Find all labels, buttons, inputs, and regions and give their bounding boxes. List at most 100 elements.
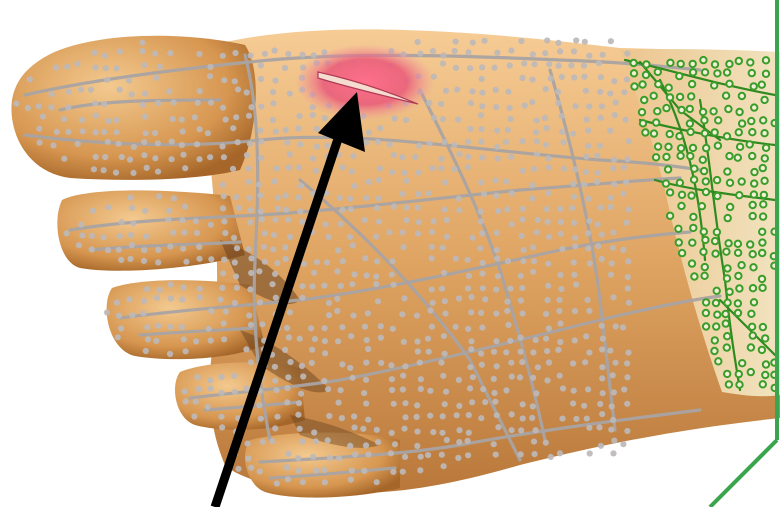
nerve-dot <box>425 336 431 342</box>
nerve-dot <box>245 455 251 461</box>
nerve-dot <box>598 204 604 210</box>
nerve-dot <box>586 425 592 431</box>
nerve-dot <box>339 324 345 330</box>
nerve-dot <box>414 429 420 435</box>
nerve-dot <box>257 468 263 474</box>
nerve-dot <box>573 282 579 288</box>
nerve-dot <box>599 256 605 262</box>
nerve-dot <box>558 231 564 237</box>
nerve-dot <box>221 257 227 263</box>
nerve-dot <box>503 178 509 184</box>
nerve-dot <box>391 152 397 158</box>
heel-dot <box>700 109 706 115</box>
nerve-dot <box>259 321 265 327</box>
nerve-dot <box>504 299 510 305</box>
nerve-dot <box>54 129 60 135</box>
nerve-dot <box>625 350 631 356</box>
nerve-dot <box>145 336 151 342</box>
heel-dot <box>631 83 637 89</box>
nerve-dot <box>573 416 579 422</box>
nerve-dot <box>295 412 301 418</box>
nerve-dot <box>322 325 328 331</box>
nerve-dot <box>470 235 476 241</box>
nerve-dot <box>179 324 185 330</box>
heel-dot <box>726 81 732 87</box>
nerve-dot <box>533 427 539 433</box>
nerve-dot <box>13 101 19 107</box>
nerve-dot <box>518 451 524 457</box>
heel-dot <box>749 324 755 330</box>
heel-dot <box>724 168 730 174</box>
nerve-dot <box>391 282 397 288</box>
nerve-dot <box>310 112 316 118</box>
nerve-dot <box>478 179 484 185</box>
nerve-dot <box>102 53 108 59</box>
nerve-dot <box>127 256 133 262</box>
nerve-dot <box>232 78 238 84</box>
nerve-dot <box>180 152 186 158</box>
heel-dot <box>760 201 766 207</box>
nerve-dot <box>246 246 252 252</box>
nerve-dot <box>101 167 107 173</box>
big-toe <box>11 36 255 180</box>
nerve-dot <box>583 154 589 160</box>
nerve-dot <box>374 427 380 433</box>
nerve-dot <box>299 219 305 225</box>
nerve-dot <box>197 286 203 292</box>
nerve-dot <box>208 222 214 228</box>
nerve-dot <box>308 325 314 331</box>
nerve-dot <box>530 375 536 381</box>
nerve-dot <box>351 424 357 430</box>
nerve-dot <box>504 206 510 212</box>
nerve-dot <box>469 399 475 405</box>
nerve-dot <box>363 377 369 383</box>
heel-dot <box>691 273 697 279</box>
nerve-dot <box>532 451 538 457</box>
heel-dot <box>663 180 669 186</box>
nerve-dot <box>205 130 211 136</box>
heel-dot <box>736 109 742 115</box>
nerve-dot <box>425 190 431 196</box>
heel-dot <box>739 360 745 366</box>
nerve-dot <box>572 103 578 109</box>
nerve-dot <box>402 400 408 406</box>
heel-dot <box>736 129 742 135</box>
nerve-dot <box>282 244 288 250</box>
nerve-dot <box>363 442 369 448</box>
nerve-dot <box>272 364 278 370</box>
nerve-dot <box>391 203 397 209</box>
nerve-dot <box>477 245 483 251</box>
nerve-dot <box>426 100 432 106</box>
nerve-dot <box>548 75 554 81</box>
nerve-dot <box>558 286 564 292</box>
nerve-dot <box>481 191 487 197</box>
nerve-dot <box>415 348 421 354</box>
heel-dot <box>714 312 720 318</box>
nerve-dot <box>451 142 457 148</box>
nerve-dot <box>221 336 227 342</box>
nerve-dot <box>220 270 226 276</box>
heel-dot <box>715 358 721 364</box>
nerve-dot <box>495 208 501 214</box>
nerve-dot <box>113 170 119 176</box>
nerve-dot <box>412 154 418 160</box>
nerve-dot <box>493 287 499 293</box>
nerve-dot <box>491 349 497 355</box>
nerve-dot <box>334 296 340 302</box>
nerve-dot <box>181 229 187 235</box>
nerve-dot <box>376 195 382 201</box>
nerve-dot <box>531 166 537 172</box>
nerve-dot <box>79 117 85 123</box>
nerve-dot <box>443 88 449 94</box>
nerve-dot <box>244 385 250 391</box>
nerve-dot <box>493 338 499 344</box>
nerve-dot <box>594 153 600 159</box>
nerve-dot <box>559 74 565 80</box>
heel-dot <box>751 169 757 175</box>
nerve-dot <box>91 166 97 172</box>
nerve-dot <box>192 114 198 120</box>
nerve-dot <box>373 274 379 280</box>
nerve-dot <box>454 412 460 418</box>
nerve-dot <box>479 90 485 96</box>
nerve-dot <box>274 387 280 393</box>
